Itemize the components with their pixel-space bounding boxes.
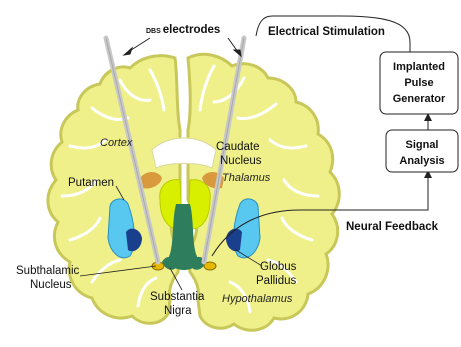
ipg-line1: Implanted	[393, 61, 445, 73]
caudate-label-line1: Caudate	[216, 141, 259, 153]
substantia-label-line1: Substantia	[150, 291, 205, 303]
signal-line2: Analysis	[399, 155, 444, 167]
globus-label-line2: Pallidus	[256, 275, 297, 287]
subthalamic-label-line1: Subthalamic	[16, 265, 80, 277]
putamen-label: Putamen	[68, 177, 114, 189]
neural-feedback-label: Neural Feedback	[346, 221, 439, 233]
globus-label-line1: Globus	[260, 261, 297, 273]
signal-line1: Signal	[405, 139, 438, 151]
right-hemisphere	[188, 54, 339, 330]
subthalamic-label-line2: Nucleus	[30, 279, 72, 291]
thalamus-label: Thalamus	[222, 172, 271, 184]
ipg-line2: Pulse	[404, 77, 433, 89]
electrical-stimulation-label: Electrical Stimulation	[268, 26, 385, 38]
cortex-label: Cortex	[100, 137, 133, 149]
hypothalamus-label: Hypothalamus	[222, 293, 293, 305]
substantia-label-line2: Nigra	[164, 305, 192, 317]
dbs-label-arrows	[124, 38, 241, 56]
caudate-label-line2: Nucleus	[220, 155, 262, 167]
ipg-line3: Generator	[393, 93, 446, 105]
central-white	[152, 138, 216, 168]
